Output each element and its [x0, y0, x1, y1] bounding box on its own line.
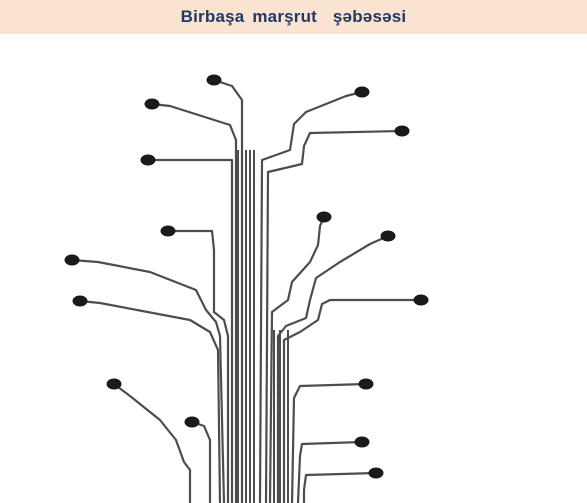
route-node [413, 294, 429, 306]
route-node [72, 295, 88, 307]
route-line [276, 234, 390, 503]
route-line [282, 298, 423, 503]
route-node [394, 125, 410, 137]
route-network-svg [64, 74, 429, 503]
route-line [264, 129, 404, 503]
route-line [302, 471, 378, 503]
route-line [146, 158, 234, 503]
route-line [150, 102, 238, 503]
route-line [190, 420, 212, 503]
route-node [358, 378, 374, 390]
route-line [212, 78, 244, 503]
page-title: Birbaşa marşrut şəbəsəsi [180, 7, 407, 26]
route-network-diagram [0, 34, 587, 503]
route-node [144, 98, 160, 110]
title-bar: Birbaşa marşrut şəbəsəsi [0, 0, 587, 34]
route-line [290, 382, 368, 503]
route-node [160, 225, 176, 237]
route-line [70, 258, 226, 503]
route-node [184, 416, 200, 428]
route-line [78, 299, 222, 503]
route-line [296, 440, 364, 503]
route-node [140, 154, 156, 166]
route-node [368, 467, 384, 479]
route-node [380, 230, 396, 242]
route-line [258, 90, 364, 503]
route-node [106, 378, 122, 390]
route-node [316, 211, 332, 223]
route-node [206, 74, 222, 86]
route-node [64, 254, 80, 266]
route-node [354, 86, 370, 98]
route-line [112, 382, 192, 503]
route-line [166, 229, 230, 503]
route-line [268, 215, 326, 503]
route-node [354, 436, 370, 448]
